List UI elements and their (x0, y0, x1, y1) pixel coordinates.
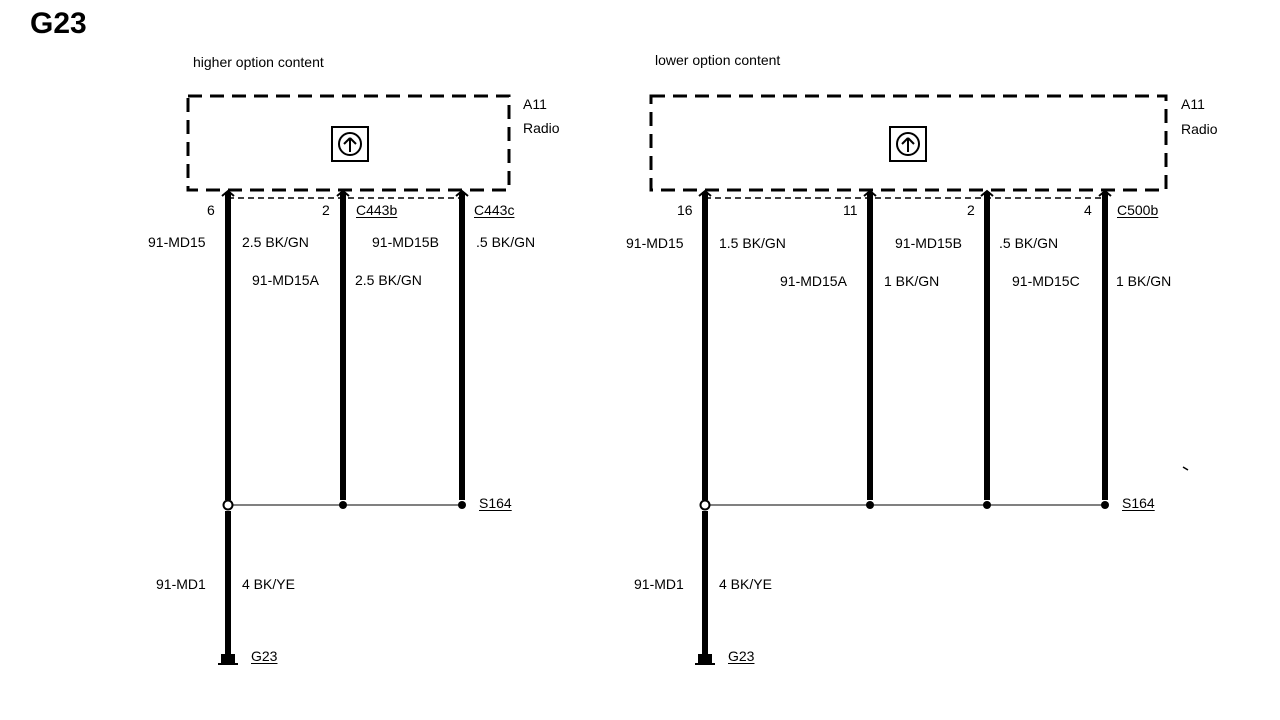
left-w2-circuit: 91-MD15A (252, 272, 319, 288)
left-module-name: Radio (523, 120, 560, 136)
left-splice-label: S164 (479, 495, 512, 511)
right-ground-wire-spec: 4 BK/YE (719, 576, 772, 592)
right-pin-4: 4 (1084, 202, 1092, 218)
right-w2-circuit: 91-MD15A (780, 273, 847, 289)
right-w3-spec: .5 BK/GN (999, 235, 1059, 251)
left-w1-spec: 2.5 BK/GN (242, 234, 309, 250)
left-w2-spec: 2.5 BK/GN (355, 272, 422, 288)
left-splice-dot-icon (222, 499, 234, 511)
right-pin-11: 11 (843, 202, 858, 218)
left-w3-circuit: 91-MD15B (372, 234, 439, 250)
right-w1-circuit: 91-MD15 (626, 235, 684, 251)
left-connector-c443c: C443c (474, 202, 515, 218)
right-ground-icon (695, 654, 715, 665)
right-connector-c500b: C500b (1117, 202, 1159, 218)
left-splice-dot-icon (339, 501, 347, 509)
right-w1-spec: 1.5 BK/GN (719, 235, 786, 251)
left-pin-6: 6 (207, 202, 215, 218)
right-pin-arrows (698, 189, 1112, 197)
right-pin-2: 2 (967, 202, 975, 218)
left-pin-arrows (221, 189, 469, 197)
right-heading: lower option content (655, 52, 781, 68)
left-wires (225, 192, 465, 654)
left-w3-spec: .5 BK/GN (476, 234, 536, 250)
right-module-name: Radio (1181, 121, 1218, 137)
right-w3-circuit: 91-MD15B (895, 235, 962, 251)
right-pin-16: 16 (677, 202, 693, 218)
left-ground-wire-spec: 4 BK/YE (242, 576, 295, 592)
right-w4-circuit: 91-MD15C (1012, 273, 1080, 289)
left-splice-dot-icon (458, 501, 466, 509)
right-wires (702, 192, 1108, 654)
right-w2-spec: 1 BK/GN (884, 273, 940, 289)
left-heading: higher option content (193, 54, 324, 70)
left-connector-c443b: C443b (356, 202, 398, 218)
stray-mark (1182, 466, 1189, 471)
left-ground-wire-circuit: 91-MD1 (156, 576, 206, 592)
left-ground-label: G23 (251, 648, 278, 664)
left-ground-icon (218, 654, 238, 665)
right-splice-dot-icon (866, 501, 874, 509)
left-radio-symbol-icon (331, 126, 369, 162)
right-ground-wire-circuit: 91-MD1 (634, 576, 684, 592)
right-w4-spec: 1 BK/GN (1116, 273, 1172, 289)
left-module-box (186, 94, 511, 192)
left-w1-circuit: 91-MD15 (148, 234, 206, 250)
right-splice-label: S164 (1122, 495, 1155, 511)
right-radio-symbol-icon (889, 126, 927, 162)
right-module-box (649, 94, 1168, 192)
left-module-id: A11 (523, 96, 547, 112)
page-title: G23 (30, 7, 87, 40)
right-splice-dot-icon (983, 501, 991, 509)
right-splice-dot-icon (1101, 501, 1109, 509)
left-pin-2: 2 (322, 202, 330, 218)
right-ground-label: G23 (728, 648, 755, 664)
right-splice-dot-icon (699, 499, 711, 511)
right-module-id: A11 (1181, 96, 1205, 112)
